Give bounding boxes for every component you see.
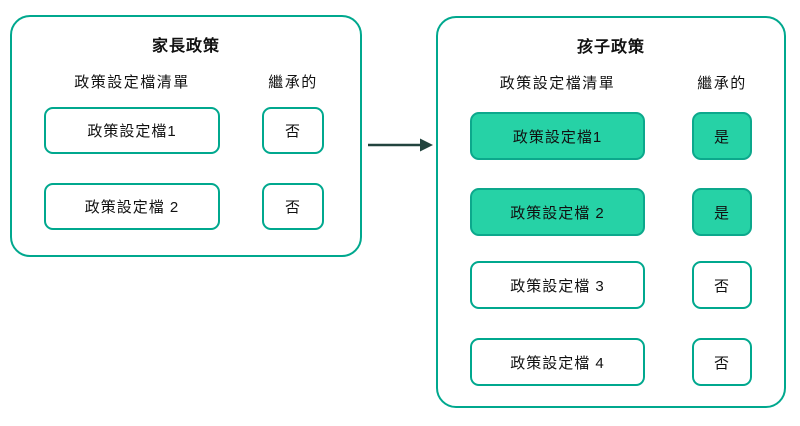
child-profile-list-header: 政策設定檔清單 (499, 75, 616, 92)
parent-profile-2-box: 政策設定檔 2 (44, 183, 220, 230)
inheritance-arrow-icon (368, 138, 433, 152)
child-profile-2-inherited-box: 是 (692, 188, 752, 236)
child-inherited-header: 繼承的 (697, 75, 747, 92)
child-policy-panel: 孩子政策 政策設定檔清單 繼承的 政策設定檔1 是 政策設定檔 2 是 政策設定… (436, 16, 786, 408)
child-profile-3-inherited-box: 否 (692, 261, 752, 309)
parent-profile-1-box: 政策設定檔1 (44, 107, 220, 154)
child-policy-title: 孩子政策 (576, 39, 645, 56)
parent-profile-1-inherited-box: 否 (262, 107, 324, 154)
parent-inherited-header: 繼承的 (268, 74, 318, 91)
parent-profile-list-header: 政策設定檔清單 (74, 74, 190, 91)
child-profile-2-box: 政策設定檔 2 (470, 188, 645, 236)
parent-policy-panel: 家長政策 政策設定檔清單 繼承的 政策設定檔1 否 政策設定檔 2 否 (10, 15, 362, 257)
child-profile-3-box: 政策設定檔 3 (470, 261, 645, 309)
child-profile-1-inherited-box: 是 (692, 112, 752, 160)
child-profile-4-inherited-box: 否 (692, 338, 752, 386)
child-profile-1-box: 政策設定檔1 (470, 112, 645, 160)
parent-profile-2-inherited-box: 否 (262, 183, 324, 230)
parent-policy-title: 家長政策 (151, 38, 220, 55)
child-profile-4-box: 政策設定檔 4 (470, 338, 645, 386)
